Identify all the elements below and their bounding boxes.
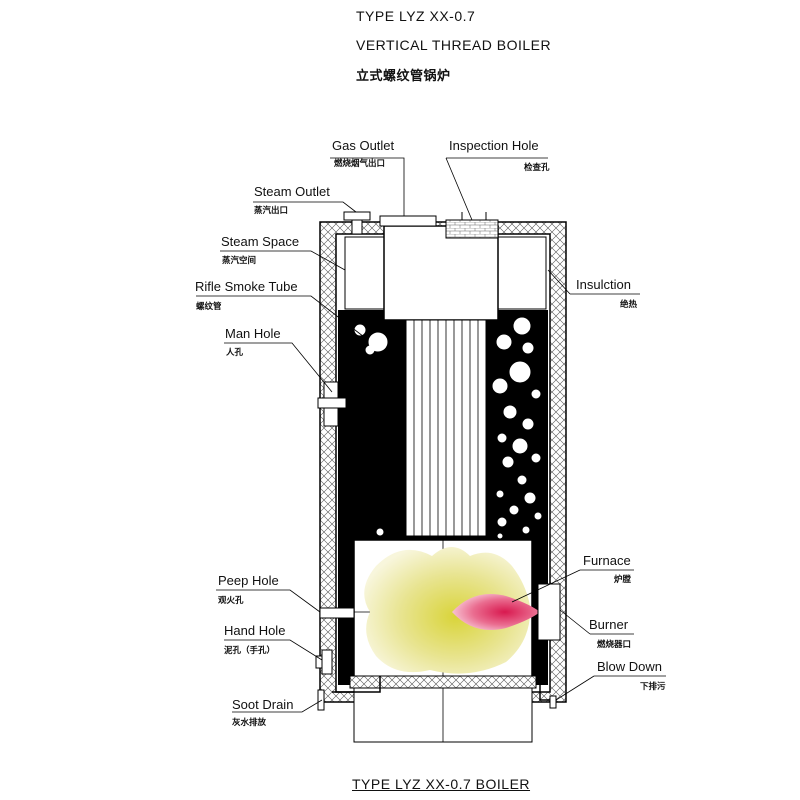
label-blow-down: Blow Down (597, 659, 663, 674)
steam-space-left (344, 236, 389, 310)
label-hand-hole: Hand Hole (224, 623, 286, 638)
label-rifle-smoke-tube: Rifle Smoke Tube (195, 279, 298, 294)
label-steam-space-cn: 蒸汽空间 (222, 255, 257, 265)
inspection-hole-plug (445, 219, 499, 239)
label-peep-hole: Peep Hole (218, 573, 279, 588)
soot-drain-pipe (332, 676, 381, 693)
label-burner: Burner (589, 617, 629, 632)
gas-outlet-flange (379, 215, 437, 227)
label-blow-down-cn: 下排污 (640, 681, 666, 691)
label-man-hole-cn: 人孔 (226, 347, 244, 357)
steam-outlet-pipe (343, 211, 371, 221)
label-burner-cn: 燃烧器口 (597, 639, 632, 649)
label-peep-hole-cn: 观火孔 (218, 595, 244, 605)
label-steam-space: Steam Space (221, 234, 300, 249)
label-hand-hole-cn: 泥孔（手孔） (224, 645, 276, 655)
title-line-3-chinese: 立式螺纹管锅炉 (356, 68, 451, 83)
label-gas-outlet: Gas Outlet (332, 138, 395, 153)
peep-hole-pipe (319, 607, 355, 619)
flame-outer (364, 547, 531, 674)
label-steam-outlet-cn: 蒸汽出口 (254, 205, 289, 215)
blow-down-pipe (539, 680, 554, 701)
label-soot-drain-cn: 灰水排放 (232, 717, 267, 727)
burner-port (537, 583, 561, 641)
label-gas-outlet-cn: 燃烧烟气出口 (334, 158, 386, 168)
title-line-1: TYPE LYZ XX-0.7 (356, 8, 476, 24)
label-inspection-hole: Inspection Hole (449, 138, 539, 153)
label-furnace: Furnace (583, 553, 631, 568)
label-insulation: Insulction (576, 277, 631, 292)
diagram-caption: TYPE LYZ XX-0.7 BOILER (352, 776, 531, 792)
label-soot-drain: Soot Drain (232, 697, 294, 712)
label-steam-outlet: Steam Outlet (254, 184, 330, 199)
flame-core (452, 594, 540, 630)
gas-collector (383, 225, 499, 321)
label-rifle-smoke-tube-cn: 螺纹管 (196, 301, 222, 311)
label-insulation-cn: 绝热 (620, 299, 638, 309)
hand-hole-flange (321, 649, 333, 675)
title-line-2: VERTICAL THREAD BOILER (356, 37, 552, 53)
label-man-hole: Man Hole (225, 326, 281, 341)
label-furnace-cn: 炉膛 (614, 574, 632, 584)
steam-space-right (497, 236, 547, 310)
label-inspection-hole-cn: 检查孔 (524, 162, 550, 172)
